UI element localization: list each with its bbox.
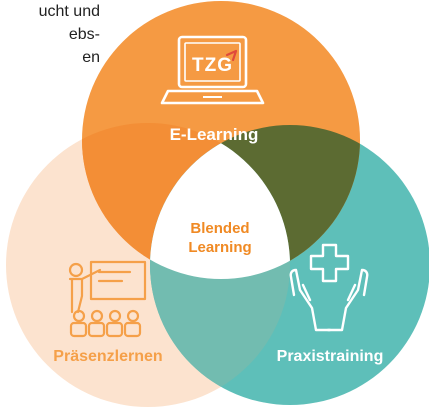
- label-center-line1: Blended: [190, 220, 249, 237]
- overlap-center: [150, 125, 290, 279]
- logo-arrow-icon: [225, 49, 238, 62]
- label-praxistraining: Praxistraining: [277, 348, 384, 365]
- laptop-icon: [160, 35, 265, 105]
- tzg-logo: TZG: [192, 55, 233, 76]
- intro-text-line-3: en: [82, 49, 100, 66]
- teacher-classroom-icon: [68, 260, 147, 338]
- intro-text-line-2: ebs-: [68, 26, 100, 43]
- hands-medical-cross-icon: [289, 243, 369, 332]
- label-center-line2: Learning: [188, 239, 251, 256]
- label-praesenzlernen: Präsenzlernen: [53, 348, 162, 365]
- label-e-learning: E-Learning: [170, 125, 259, 144]
- intro-text: ucht und ebs- en: [0, 0, 100, 69]
- intro-text-line-1: ucht und: [38, 3, 100, 20]
